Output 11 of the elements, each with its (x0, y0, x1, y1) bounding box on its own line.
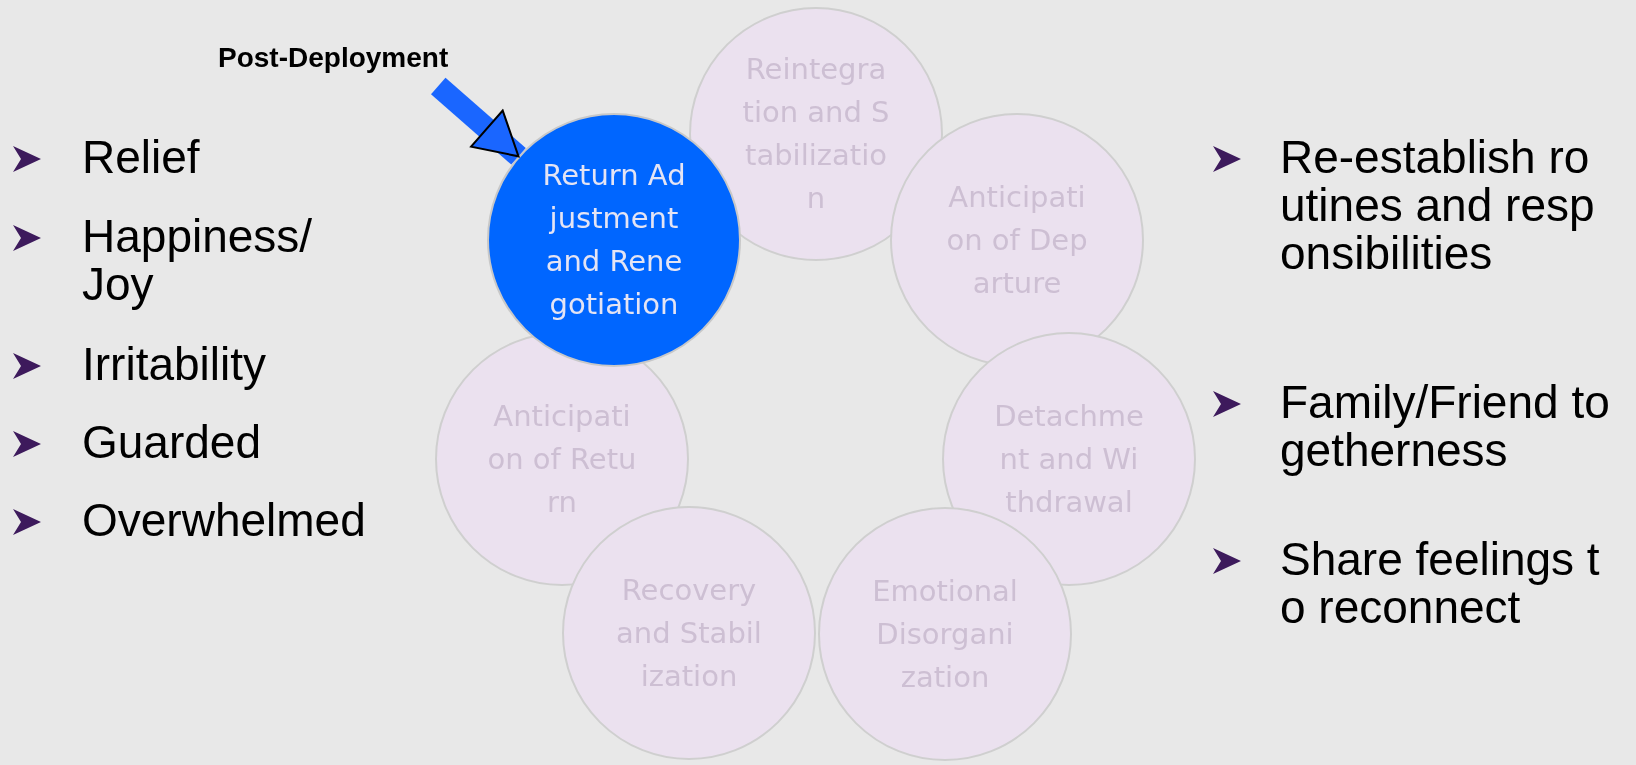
list-item: Happiness/ Joy (82, 212, 314, 308)
block-arrow (431, 77, 526, 165)
list-item: Irritability (82, 340, 267, 388)
list-item: Share feelings to reconnect (1280, 535, 1601, 631)
highlighted-phase-circle: Return Adjustment and Renegotiation (487, 113, 741, 367)
list-item: Re-establish routines and responsibilities (1280, 133, 1596, 277)
phase-label: Post-Deployment (218, 42, 449, 74)
list-item: Overwhelmed (82, 496, 366, 544)
list-item: Family/Friend togetherness (1280, 378, 1610, 474)
list-item: Relief (82, 133, 200, 181)
list-item: Guarded (82, 418, 261, 466)
